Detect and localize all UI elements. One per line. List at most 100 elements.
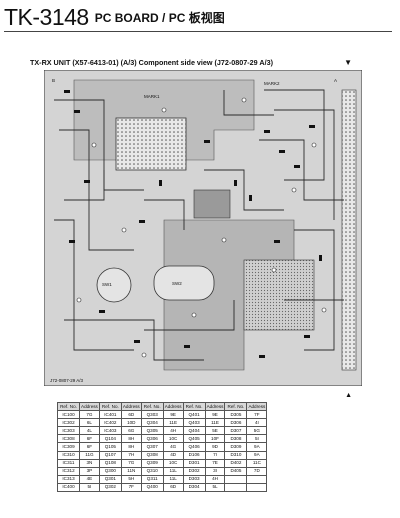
col-header: Address xyxy=(79,401,100,412)
address-cell: 5I xyxy=(79,482,100,493)
address-cell: 5L xyxy=(204,482,226,493)
col-header: Ref. No. xyxy=(98,401,122,412)
top-marker: ▼ xyxy=(344,58,352,67)
address-cell: 5E xyxy=(204,426,226,436)
ref-no-cell: IC100 xyxy=(57,410,80,420)
address-cell: 5H xyxy=(120,474,142,484)
ref-no-cell: Q302 xyxy=(98,482,122,493)
ref-no-cell: D308 xyxy=(224,434,248,444)
address-cell: 3P xyxy=(79,466,100,476)
ref-no-cell: D306 xyxy=(224,418,248,428)
ref-no-cell: IC310 xyxy=(57,450,80,460)
edge-connector xyxy=(341,89,357,371)
sw1-label: SW1 xyxy=(102,282,112,287)
ref-no-cell: D405 xyxy=(224,466,248,476)
ref-no-cell: Q304 xyxy=(140,418,164,428)
pcb-drawing: J72-0807-29 A/3 SW1 SW2 MARK1 MARK2 B A xyxy=(44,70,362,386)
ref-no-cell: Q311 xyxy=(140,474,164,484)
address-cell: 6D xyxy=(162,482,184,493)
ref-no-cell: Q401 xyxy=(182,410,206,420)
col-header: Ref. No. xyxy=(182,401,206,412)
ref-no-cell: Q405 xyxy=(182,434,206,444)
reference-address-table: Ref. No. Address Ref. No. Address Ref. N… xyxy=(57,401,268,493)
ref-no-cell: D301 xyxy=(182,458,206,468)
ref-no-cell xyxy=(224,482,248,493)
ref-no-cell: D302 xyxy=(182,466,206,476)
ref-no-cell: Q406 xyxy=(182,442,206,452)
mark2-label: MARK2 xyxy=(264,81,280,86)
header-rule xyxy=(4,31,392,32)
ref-no-cell: Q403 xyxy=(182,418,206,428)
address-cell: 7F xyxy=(120,482,142,493)
ref-no-cell: Q301 xyxy=(98,474,122,484)
address-cell: 7E xyxy=(204,458,226,468)
address-cell xyxy=(246,482,268,493)
address-cell: 11C xyxy=(246,458,268,468)
ref-no-cell: Q104 xyxy=(98,434,122,444)
address-cell: 7G xyxy=(79,410,100,420)
ref-no-cell: IC402 xyxy=(98,418,122,428)
col-header: Ref. No. xyxy=(224,401,248,412)
ref-no-cell: Q404 xyxy=(182,426,206,436)
address-cell: 5I xyxy=(246,434,268,444)
ic-block-center xyxy=(193,189,231,219)
corner-label-b: B xyxy=(52,78,55,83)
bottom-marker: ▲ xyxy=(345,392,352,399)
address-cell: 7G xyxy=(120,458,142,468)
address-cell: 9E xyxy=(162,410,184,420)
address-cell: 4I xyxy=(246,418,268,428)
corner-label-a: A xyxy=(334,78,337,83)
ref-no-cell: D106 xyxy=(182,450,206,460)
switch-pad-2 xyxy=(153,265,215,301)
address-cell: 3N xyxy=(79,458,100,468)
ref-no-cell: IC403 xyxy=(98,426,122,436)
col-header: Address xyxy=(204,401,226,412)
address-cell: 8H xyxy=(120,442,142,452)
address-cell: 4G xyxy=(162,442,184,452)
address-cell: 4L xyxy=(79,426,100,436)
ref-no-cell: D402 xyxy=(224,458,248,468)
col-header: Ref. No. xyxy=(140,401,164,412)
page-title: PC BOARD / PC 板视图 xyxy=(94,11,225,25)
address-cell: 4E xyxy=(79,474,100,484)
address-cell: 6F xyxy=(79,434,100,444)
address-cell: 10C xyxy=(162,458,184,468)
ref-no-cell: IC312 xyxy=(57,466,80,476)
diagram-caption: TX-RX UNIT (X57-6413-01) (A/3) Component… xyxy=(30,58,273,67)
ref-no-cell: Q107 xyxy=(98,450,122,460)
ref-no-cell: Q105 xyxy=(98,442,122,452)
ref-no-cell: Q308 xyxy=(140,450,164,460)
ref-no-cell: D304 xyxy=(182,482,206,493)
ic-block-right xyxy=(243,259,315,331)
ref-no-cell: IC311 xyxy=(57,458,80,468)
pcb-diagram: J72-0807-29 A/3 SW1 SW2 MARK1 MARK2 B A xyxy=(44,70,362,386)
ref-no-cell: IC309 xyxy=(57,442,80,452)
traces xyxy=(54,89,344,361)
ref-no-cell xyxy=(224,474,248,484)
ref-no-cell: D303 xyxy=(182,474,206,484)
ref-no-cell: D307 xyxy=(224,426,248,436)
address-cell: 7F xyxy=(246,410,268,420)
ref-no-cell: IC401 xyxy=(98,410,122,420)
address-cell: 10C xyxy=(162,434,184,444)
address-cell: 6D xyxy=(120,410,142,420)
ref-no-cell: IC308 xyxy=(57,434,80,444)
address-cell: 11E xyxy=(162,418,184,428)
ref-no-cell: Q305 xyxy=(140,426,164,436)
address-cell: 10F xyxy=(204,434,226,444)
col-header: Address xyxy=(246,401,268,412)
ref-no-cell: Q400 xyxy=(140,482,164,493)
ref-no-cell: Q303 xyxy=(140,410,164,420)
ref-no-cell: IC303 xyxy=(57,426,80,436)
address-cell: 11G xyxy=(79,450,100,460)
ref-no-cell: Q309 xyxy=(140,458,164,468)
address-cell: 9A xyxy=(246,450,268,460)
